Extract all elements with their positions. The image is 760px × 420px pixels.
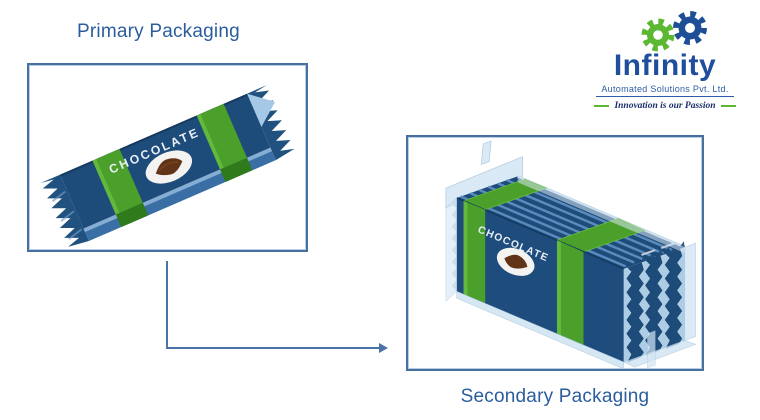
logo-subtitle-text: Automated Solutions Pvt. Ltd. bbox=[596, 84, 734, 97]
secondary-packaging-label: Secondary Packaging bbox=[460, 386, 650, 407]
carton-divider-fin bbox=[480, 140, 492, 166]
logo-tagline: Innovation is our Passion bbox=[594, 101, 736, 111]
logo-tagline-text: Innovation is our Passion bbox=[614, 101, 716, 111]
carton-illustration: CHOCOLATE bbox=[445, 140, 697, 369]
bar-fold bbox=[247, 93, 276, 127]
secondary-packaging-box: CHOCOLATE bbox=[406, 135, 704, 371]
bar-left-crimp bbox=[40, 174, 89, 247]
primary-packaging-box: CHOCOLATE bbox=[27, 63, 308, 252]
company-logo: Infinity Automated Solutions Pvt. Ltd. I… bbox=[586, 5, 744, 111]
carton-oval-badge bbox=[496, 247, 535, 276]
tagline-dash-right bbox=[720, 105, 736, 107]
tagline-dash-left bbox=[594, 105, 610, 107]
flow-arrow bbox=[166, 261, 388, 353]
carton-front-band-right bbox=[556, 240, 584, 346]
infinity-gears-icon bbox=[641, 11, 707, 52]
carton-tray-front bbox=[456, 290, 625, 369]
carton-front-band-left bbox=[463, 200, 486, 304]
carton-tray-right bbox=[623, 340, 697, 368]
bar-green-band-right bbox=[196, 103, 247, 170]
carton: CHOCOLATE bbox=[445, 140, 697, 369]
chocolate-bar: CHOCOLATE bbox=[40, 85, 295, 247]
carton-right-fin bbox=[684, 242, 696, 341]
arrowhead-icon bbox=[379, 343, 388, 353]
bar-green-band-left bbox=[92, 148, 143, 215]
primary-packaging-label: Primary Packaging bbox=[77, 21, 240, 42]
chocolate-bar-illustration: CHOCOLATE bbox=[40, 85, 295, 247]
logo-brand-text: Infinity bbox=[613, 49, 717, 82]
